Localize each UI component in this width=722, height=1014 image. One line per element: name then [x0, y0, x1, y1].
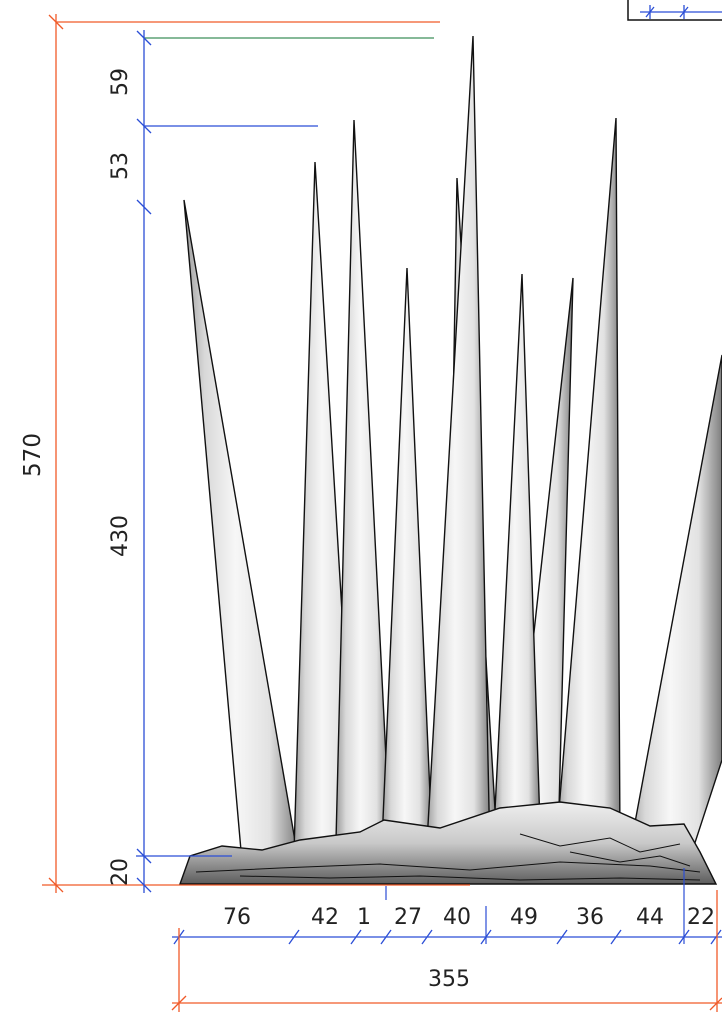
corner-box-icon	[627, 0, 722, 21]
width-segment-label: 42	[311, 905, 339, 930]
spike	[183, 199, 299, 863]
width-segment-label: 27	[394, 905, 422, 930]
width-segment-label: 49	[510, 905, 538, 930]
spike	[335, 119, 391, 841]
width-segment-label: 36	[576, 905, 604, 930]
width-segment-dimensions: 76 42 1 27 40 49 36 44 22	[172, 868, 722, 945]
spike	[381, 267, 433, 843]
height-segment-label-20: 20	[108, 858, 133, 886]
overall-width-label: 355	[428, 967, 470, 992]
height-segment-label-53: 53	[108, 152, 133, 180]
height-segment-label-430: 430	[108, 515, 133, 557]
spike-cluster	[183, 35, 722, 863]
base-slab	[179, 801, 718, 885]
width-segment-label: 22	[687, 905, 715, 930]
partial-height-dimensions: 59 53 430 20	[108, 30, 434, 893]
width-segment-label: 40	[443, 905, 471, 930]
overall-height-label: 570	[20, 433, 46, 477]
overall-height-dimension: 570	[20, 14, 470, 893]
overall-width-dimension: 355	[171, 890, 722, 1012]
width-segment-label: 76	[223, 905, 251, 930]
spike	[627, 354, 722, 861]
width-segment-label: 1	[357, 905, 371, 930]
height-segment-label-59: 59	[108, 68, 133, 96]
spike	[493, 273, 541, 831]
width-segment-label: 44	[636, 905, 664, 930]
spike	[425, 35, 491, 861]
